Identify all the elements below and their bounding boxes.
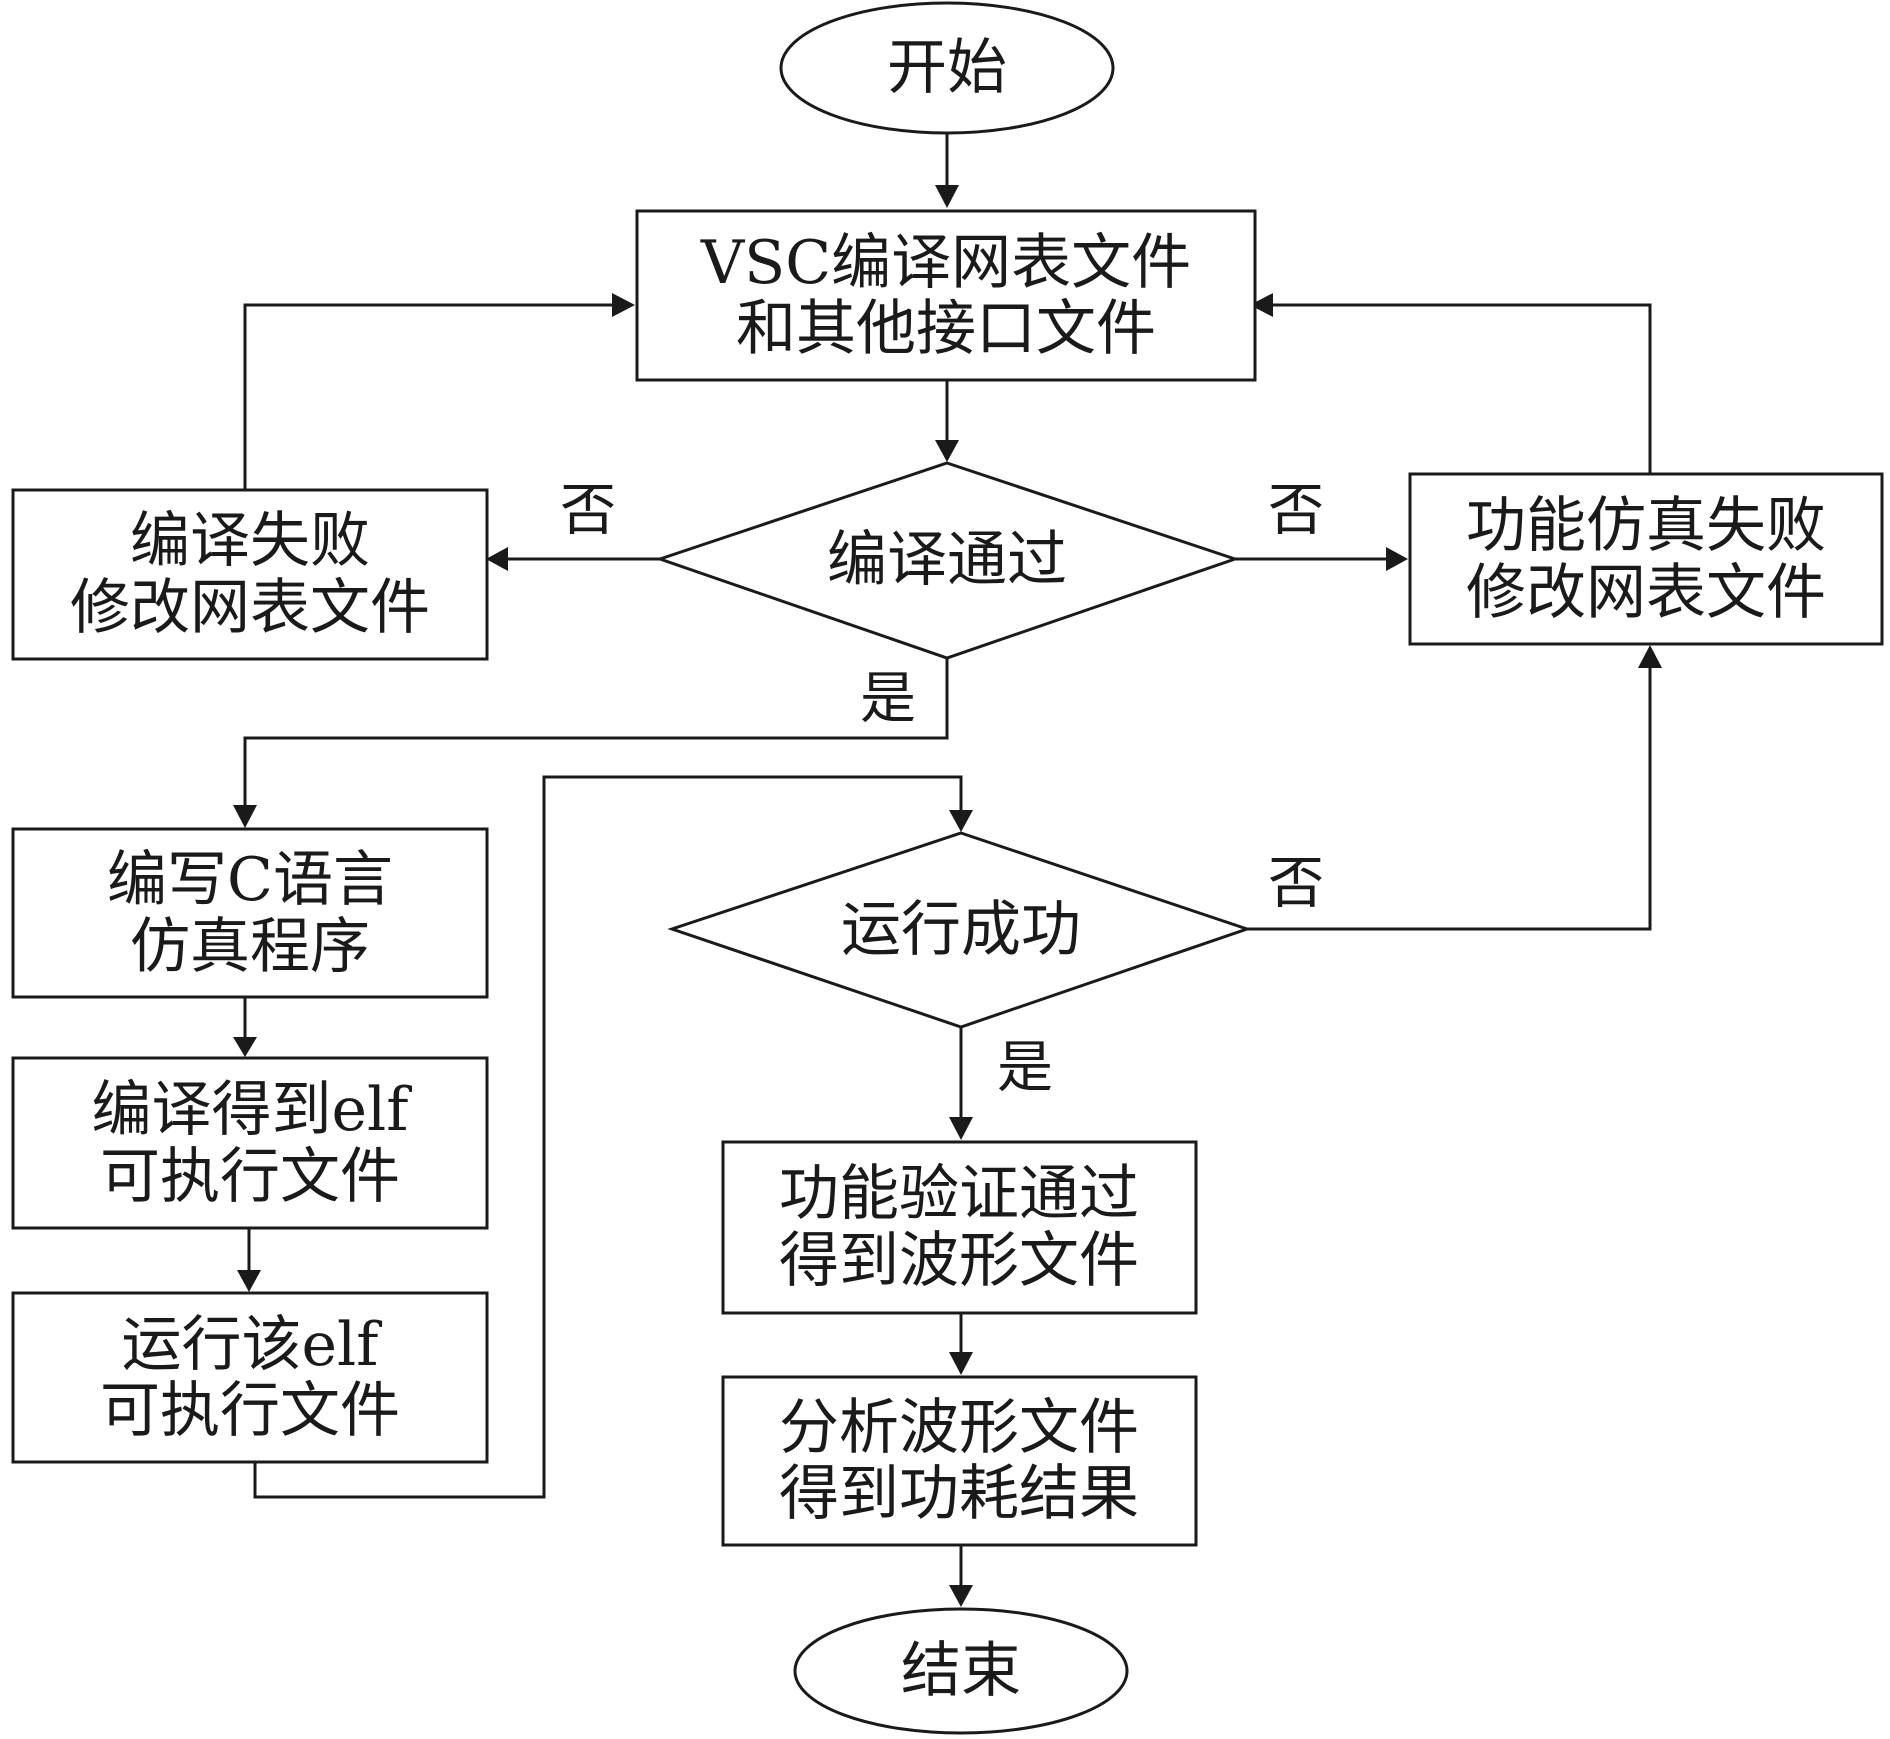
arrowhead <box>949 1585 973 1607</box>
edge-compile-yes <box>243 658 949 805</box>
arrowhead <box>233 805 257 828</box>
node-compile-fail-line2: 修改网表文件 <box>70 573 430 643</box>
node-compile-netlist-line1: VSC编译网表文件 <box>700 228 1191 298</box>
edge-label-run-no: 否 <box>1268 852 1324 917</box>
edge-compile-fail-loop <box>243 303 612 490</box>
node-verify-pass: 功能验证通过 得到波形文件 <box>721 1140 1198 1315</box>
node-verify-pass-line1: 功能验证通过 <box>779 1159 1139 1229</box>
node-verify-pass-line2: 得到波形文件 <box>779 1226 1139 1296</box>
arrowhead <box>486 547 508 571</box>
node-func-sim-fail-line1: 功能仿真失败 <box>1466 491 1826 561</box>
arrowhead <box>935 185 959 208</box>
node-compile-fail-line1: 编译失败 <box>130 506 370 576</box>
arrowhead <box>949 1352 973 1375</box>
node-start-label: 开始 <box>887 33 1007 103</box>
node-func-sim-fail-line2: 修改网表文件 <box>1466 558 1826 628</box>
arrowhead <box>935 440 959 462</box>
edge-label-compile-yes: 是 <box>860 667 916 732</box>
arrowhead <box>1250 293 1273 317</box>
edge-label-run-yes: 是 <box>997 1036 1053 1101</box>
node-write-c: 编写C语言 仿真程序 <box>11 827 489 999</box>
arrowhead <box>237 1270 261 1292</box>
node-run-success-label: 运行成功 <box>841 895 1081 965</box>
node-compile-netlist-line2: 和其他接口文件 <box>736 294 1156 364</box>
node-end: 结束 <box>793 1607 1129 1735</box>
node-run-elf-line2: 可执行文件 <box>100 1376 400 1446</box>
arrowhead <box>1638 645 1662 668</box>
node-compile-fail: 编译失败 修改网表文件 <box>11 488 489 661</box>
node-run-success-decision: 运行成功 <box>667 831 1252 1029</box>
node-func-sim-fail: 功能仿真失败 修改网表文件 <box>1408 472 1884 646</box>
node-run-elf: 运行该elf 可执行文件 <box>11 1291 489 1464</box>
edge-run-no <box>1247 668 1652 931</box>
node-compile-elf-line2: 可执行文件 <box>100 1142 400 1212</box>
node-analyze: 分析波形文件 得到功耗结果 <box>721 1375 1198 1547</box>
arrowhead <box>612 293 635 317</box>
node-run-elf-line1: 运行该elf <box>122 1310 383 1380</box>
node-compile-pass-decision: 编译通过 <box>655 461 1240 660</box>
node-compile-netlist: VSC编译网表文件 和其他接口文件 <box>635 209 1257 382</box>
arrowhead <box>233 1037 257 1057</box>
node-start: 开始 <box>779 1 1115 135</box>
arrowhead <box>1386 547 1408 571</box>
edge-label-compile-no-right: 否 <box>1268 479 1324 544</box>
arrowhead <box>949 810 973 832</box>
edge-run-to-decision <box>253 775 963 1499</box>
edge-label-compile-no-left: 否 <box>560 479 616 544</box>
node-compile-pass-label: 编译通过 <box>827 525 1067 595</box>
edge-func-fail-loop <box>1273 303 1652 474</box>
node-end-label: 结束 <box>901 1636 1021 1706</box>
node-analyze-line1: 分析波形文件 <box>779 1393 1139 1463</box>
arrowhead <box>949 1117 973 1140</box>
node-analyze-line2: 得到功耗结果 <box>779 1459 1139 1529</box>
node-write-c-line2: 仿真程序 <box>130 912 370 982</box>
node-compile-elf-line1: 编译得到elf <box>92 1075 413 1145</box>
node-write-c-line1: 编写C语言 <box>107 845 393 915</box>
node-compile-elf: 编译得到elf 可执行文件 <box>11 1056 489 1230</box>
